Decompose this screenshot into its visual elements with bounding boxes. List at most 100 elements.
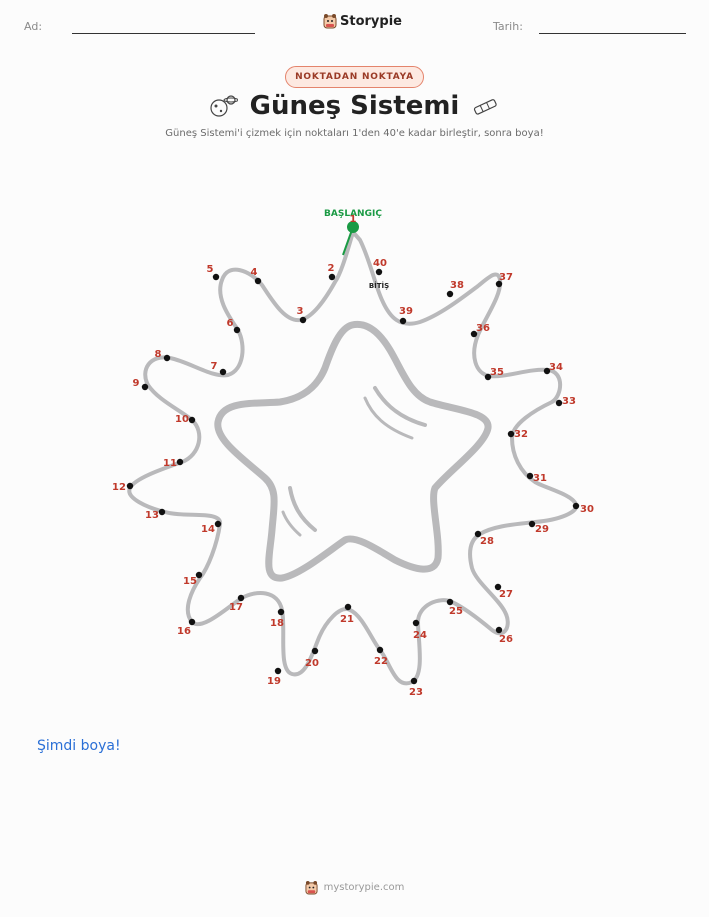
star-highlight <box>281 510 302 537</box>
dot-group: 1234567891011121314151617181920212223242… <box>112 214 594 698</box>
dot-number-16: 16 <box>177 626 191 637</box>
dot-34 <box>543 367 551 375</box>
dot-number-21: 21 <box>340 614 354 625</box>
dot-39 <box>399 317 407 325</box>
dot-number-34: 34 <box>549 362 563 373</box>
dot-number-14: 14 <box>201 524 215 535</box>
title-row: Güneş Sistemi <box>0 91 709 121</box>
dot-33 <box>555 399 563 407</box>
dot-12 <box>126 482 134 490</box>
dot-11 <box>176 458 184 466</box>
dot-number-3: 3 <box>297 306 304 317</box>
dot-number-7: 7 <box>211 361 218 372</box>
dot-37 <box>495 280 503 288</box>
dot-8 <box>163 354 171 362</box>
dot-24 <box>412 619 420 627</box>
dot-18 <box>277 608 285 616</box>
dot-number-6: 6 <box>227 318 234 329</box>
dot-number-39: 39 <box>399 306 413 317</box>
end-label: BİTİŞ <box>369 281 389 290</box>
dot-number-12: 12 <box>112 482 126 493</box>
dot-number-29: 29 <box>535 524 549 535</box>
dot-number-31: 31 <box>533 473 547 484</box>
dot-6 <box>233 326 241 334</box>
footer-url: mystorypie.com <box>323 882 405 893</box>
dot-number-17: 17 <box>229 602 243 613</box>
dot-number-10: 10 <box>175 414 189 425</box>
dot-number-35: 35 <box>490 367 504 378</box>
dot-29 <box>528 520 536 528</box>
dot-17 <box>237 594 245 602</box>
dot-2 <box>328 273 336 281</box>
planets-icon <box>210 95 238 117</box>
dot-28 <box>474 530 482 538</box>
instructions: Güneş Sistemi'i çizmek için noktaları 1'… <box>165 128 544 139</box>
page-title: Güneş Sistemi <box>249 91 460 121</box>
start-dot <box>347 221 359 233</box>
date-label: Tarih: <box>493 20 523 33</box>
dot-15 <box>195 571 203 579</box>
dot-number-19: 19 <box>267 676 281 687</box>
dot-number-1: 1 <box>350 214 357 225</box>
dot-25 <box>446 598 454 606</box>
dot-number-37: 37 <box>499 272 513 283</box>
dot-number-18: 18 <box>270 618 284 629</box>
activity-badge: NOKTADAN NOKTAYA <box>285 66 424 88</box>
dot-19 <box>274 667 282 675</box>
dot-number-11: 11 <box>163 458 177 469</box>
dot-7 <box>219 368 227 376</box>
dot-16 <box>188 618 196 626</box>
star-highlight <box>363 396 414 440</box>
dot-number-26: 26 <box>499 634 513 645</box>
dot-13 <box>158 508 166 516</box>
dot-number-15: 15 <box>183 576 197 587</box>
telescope-icon <box>474 99 498 115</box>
dot-9 <box>141 383 149 391</box>
dot-number-27: 27 <box>499 589 513 600</box>
dot-number-25: 25 <box>449 606 463 617</box>
footer: mystorypie.com <box>0 880 709 895</box>
dot-35 <box>484 373 492 381</box>
star-outline <box>214 320 492 582</box>
storypie-mascot-icon <box>305 881 318 895</box>
dot-number-13: 13 <box>145 510 159 521</box>
dot-10 <box>188 416 196 424</box>
dot-number-23: 23 <box>409 687 423 698</box>
dot-number-30: 30 <box>580 504 594 515</box>
dot-number-40: 40 <box>373 258 387 269</box>
dot-20 <box>311 647 319 655</box>
dot-number-20: 20 <box>305 658 319 669</box>
dot-number-32: 32 <box>514 429 528 440</box>
dot-32 <box>507 430 515 438</box>
dot-number-33: 33 <box>562 396 576 407</box>
dot-23 <box>410 677 418 685</box>
dot-5 <box>212 273 220 281</box>
dot-4 <box>254 277 262 285</box>
dot-number-36: 36 <box>476 323 490 334</box>
dot-3 <box>299 316 307 324</box>
dot-38 <box>446 290 454 298</box>
dot-number-5: 5 <box>207 264 214 275</box>
name-label: Ad: <box>24 20 43 33</box>
dot-27 <box>494 583 502 591</box>
dot-number-28: 28 <box>480 536 494 547</box>
star-highlight <box>373 386 427 427</box>
dot-number-38: 38 <box>450 280 464 291</box>
date-field[interactable] <box>539 33 686 34</box>
dot-40 <box>375 268 383 276</box>
dot-number-4: 4 <box>251 267 258 278</box>
dot-26 <box>495 626 503 634</box>
name-field[interactable] <box>72 33 255 34</box>
dot-21 <box>344 603 352 611</box>
dot-number-9: 9 <box>133 378 140 389</box>
dot-number-8: 8 <box>155 349 162 360</box>
color-prompt: Şimdi boya! <box>37 738 121 754</box>
dot-31 <box>526 472 534 480</box>
brand-name: Storypie <box>340 13 402 29</box>
dot-number-24: 24 <box>413 630 427 641</box>
storypie-mascot-icon <box>323 14 337 29</box>
dot-30 <box>572 502 580 510</box>
start-label: BAŞLANGIÇ <box>324 209 382 219</box>
dot-36 <box>470 330 478 338</box>
